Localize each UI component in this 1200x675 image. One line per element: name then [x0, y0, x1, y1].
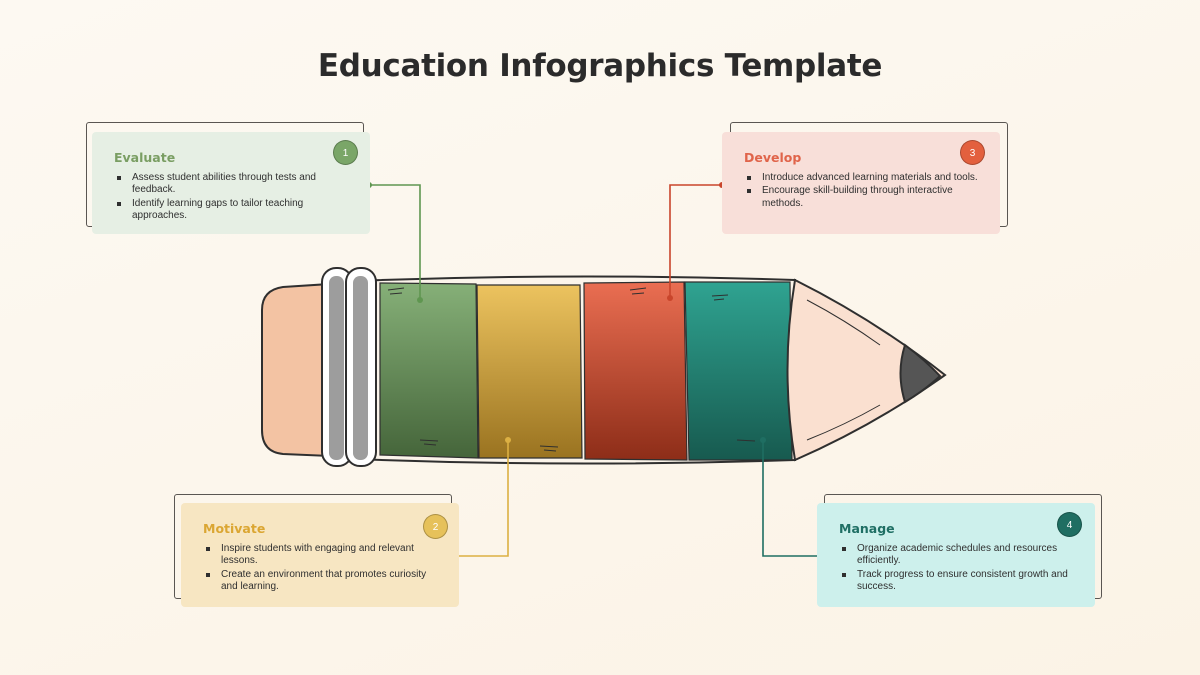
list-item: Assess student abilities through tests a… — [117, 172, 352, 197]
segment-teal — [684, 281, 793, 461]
card-evaluate: Evaluate Assess student abilities throug… — [92, 132, 370, 234]
list-item: Organize academic schedules and resource… — [842, 543, 1077, 568]
card-heading: Manage — [839, 521, 895, 536]
list-item: Introduce advanced learning materials an… — [747, 172, 982, 184]
card-bullets: Introduce advanced learning materials an… — [744, 172, 982, 210]
card-bullets: Assess student abilities through tests a… — [114, 172, 352, 223]
card-bullets: Organize academic schedules and resource… — [839, 543, 1077, 594]
card-bullets: Inspire students with engaging and relev… — [203, 543, 441, 594]
pencil-graphite — [899, 343, 942, 404]
pencil-wood-tip — [786, 278, 947, 462]
list-item: Track progress to ensure consistent grow… — [842, 569, 1077, 594]
step-number-badge: 2 — [423, 514, 448, 539]
list-item: Encourage skill-building through interac… — [747, 185, 982, 210]
pencil-eraser — [261, 282, 331, 458]
card-heading: Develop — [744, 150, 802, 165]
list-item: Inspire students with engaging and relev… — [206, 543, 441, 568]
card-heading: Motivate — [203, 521, 266, 536]
segment-green — [379, 282, 479, 459]
segment-red — [583, 281, 688, 461]
card-manage: Manage Organize academic schedules and r… — [817, 503, 1095, 607]
list-item: Create an environment that promotes curi… — [206, 569, 441, 594]
card-motivate: Motivate Inspire students with engaging … — [181, 503, 459, 607]
list-item: Identify learning gaps to tailor teachin… — [117, 198, 352, 223]
card-heading: Evaluate — [114, 150, 176, 165]
step-number-badge: 3 — [960, 140, 985, 165]
card-develop: Develop Introduce advanced learning mate… — [722, 132, 1000, 234]
step-number-badge: 4 — [1057, 512, 1082, 537]
page-title: Education Infographics Template — [317, 48, 883, 84]
step-number-badge: 1 — [333, 140, 358, 165]
segment-yellow — [476, 284, 583, 459]
